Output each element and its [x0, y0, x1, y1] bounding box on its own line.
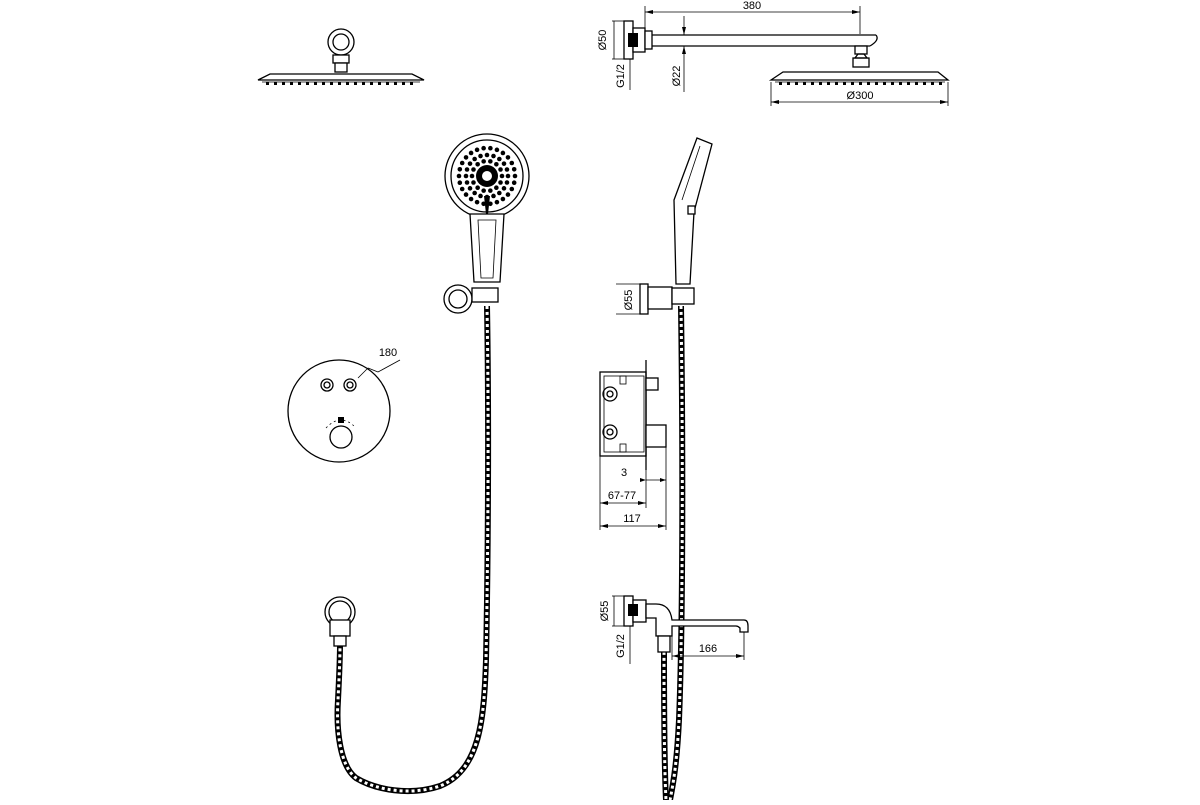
dim-thread-top: G1/2: [615, 64, 627, 88]
dim-head-diameter: Ø300: [847, 90, 874, 102]
dim-spout-length: 166: [699, 643, 717, 655]
concealed-box-side-view: 3 67-77 117: [599, 360, 667, 530]
dim-box-total: 117: [623, 513, 641, 525]
hand-shower-front-view: [334, 133, 530, 794]
dim-box-depth: 67-77: [608, 490, 636, 502]
dim-panel-diameter: 180: [379, 347, 397, 359]
dim-arm-length: 380: [743, 0, 761, 12]
overhead-shower-side-view: 380 Ø50 G1/2 Ø22 Ø300: [597, 0, 950, 106]
dim-spout-flange: Ø55: [599, 601, 611, 622]
dim-thread-bottom: G1/2: [615, 634, 627, 658]
overhead-shower-front-view: [257, 28, 425, 85]
dim-pipe-diameter: Ø22: [671, 66, 683, 87]
thermostat-panel-front: 180: [287, 347, 401, 463]
bath-spout-side-view: Ø55 G1/2 166: [599, 595, 749, 664]
dim-holder-diameter: Ø55: [623, 290, 635, 311]
dim-box-offset: 3: [621, 467, 627, 479]
hand-shower-side-view: Ø55: [616, 137, 713, 801]
wall-outlet-front: [324, 596, 356, 647]
dim-flange-diameter: Ø50: [597, 30, 609, 51]
